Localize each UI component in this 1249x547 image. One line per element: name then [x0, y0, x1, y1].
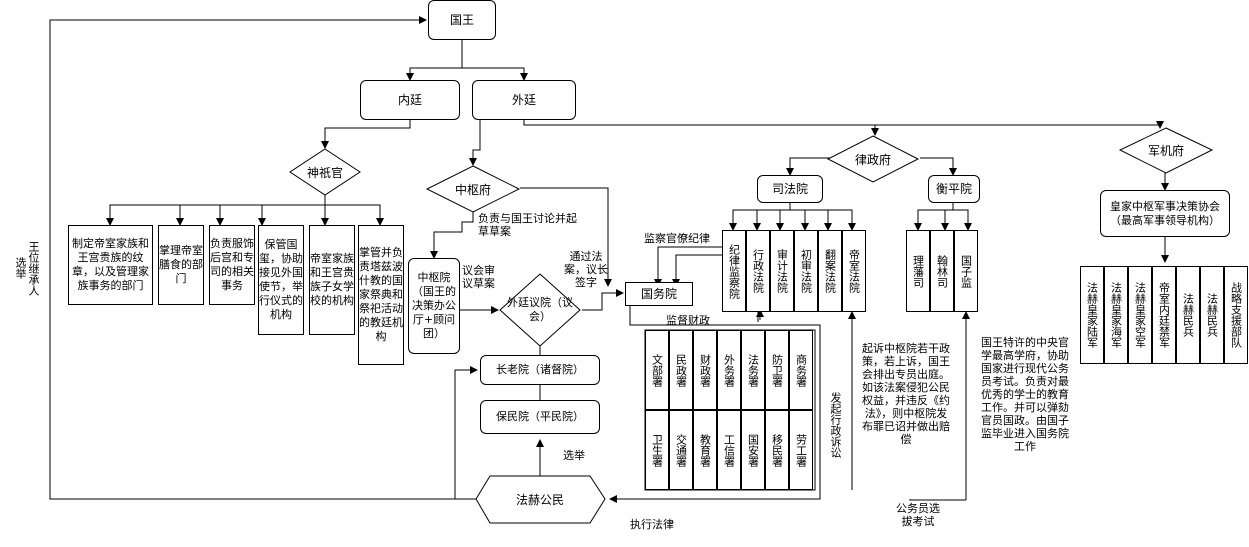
- inner-dept-heraldry: 制定帝室家族和王宫贵族的纹章，以及管理家族事务的部门: [68, 225, 153, 305]
- edge-outer-privy: [469, 120, 481, 166]
- academy-note: 国王特许的中央官学最高学府，协助国家进行现代公务员考试。负责对最优秀的学士的教育…: [981, 336, 1069, 453]
- parliament-diamond-shape: [499, 273, 581, 347]
- ministry: 交通署: [669, 410, 693, 490]
- civil-exam-label: 公务员选拔考试: [896, 502, 940, 528]
- citizens-label: 法赫公民: [515, 493, 564, 507]
- ministry: 工信署: [717, 410, 741, 490]
- ministry: 卫生署: [645, 410, 669, 490]
- edge-king-outer: [462, 67, 528, 81]
- ministry: 法务署: [741, 330, 765, 410]
- military-unit: 法赫民兵: [1176, 266, 1200, 364]
- war-council-node: 皇家中枢军事决策协会（最高军事领导机构）: [1100, 190, 1230, 237]
- outer-court-node: 外廷: [472, 80, 576, 120]
- judiciary-court: 帝室法院: [842, 230, 866, 312]
- senate-node: 长老院（诸督院）: [480, 355, 600, 385]
- supervise-finance-label: 监督财政: [666, 314, 710, 327]
- military-unit: 法赫民兵: [1200, 266, 1224, 364]
- edge-king-inner: [406, 40, 463, 81]
- sue-note: 起诉中枢院若干政策，若上诉，国王会排出专员出庭。如该法案侵犯公民权益，并违反《约…: [862, 342, 950, 446]
- ministry: 民政署: [669, 330, 693, 410]
- ministry: 教育署: [693, 410, 717, 490]
- ministry: 移民署: [765, 410, 789, 490]
- judiciary-node: 司法院: [757, 175, 823, 203]
- supervise-officials-label: 监察官僚纪律: [644, 232, 710, 245]
- judiciary-court: 初审法院: [794, 230, 818, 312]
- balance-dept: 国子监: [954, 230, 978, 312]
- commons-node: 保民院（平民院）: [480, 400, 600, 434]
- privy-diamond-shape: [425, 165, 521, 213]
- ministry: 劳工署: [789, 410, 813, 490]
- inner-court-node: 内廷: [360, 80, 460, 120]
- military-unit: 帝室内廷禁军: [1152, 266, 1176, 364]
- law-diamond-shape: [826, 135, 920, 183]
- privy-council-label: 中枢府: [454, 182, 491, 197]
- military-unit: 法赫皇家陆军: [1080, 266, 1104, 364]
- ministry: 商务署: [789, 330, 813, 410]
- review-label: 议会审议草案: [462, 264, 495, 290]
- shinto-office-label: 神祇官: [306, 165, 343, 180]
- judiciary-court: 纪律监察院: [722, 230, 746, 312]
- ministry: 财政署: [693, 330, 717, 410]
- military-diamond-shape: [1118, 127, 1214, 174]
- inner-dept-seal: 保管国玺，协助接见外国使节，举行仪式的机构: [258, 225, 304, 335]
- judiciary-court: 行政法院: [746, 230, 770, 312]
- ministry: 文部署: [645, 330, 669, 410]
- inner-dept-clothing: 负责服饰后宫和专司的相关事务: [209, 225, 255, 305]
- inner-dept-school: 帝室家族和王宫贵族子女学校的机构: [309, 225, 355, 335]
- king-node: 国王: [428, 0, 496, 40]
- law-council-label: 律政府: [854, 152, 891, 167]
- military-unit: 法赫皇家海军: [1104, 266, 1128, 364]
- pass-label: 通过法案，议长签字: [564, 250, 608, 289]
- lawsuit-label: 发起行政诉讼: [829, 392, 842, 458]
- judiciary-court: 翻案法院: [818, 230, 842, 312]
- judiciary-court: 审计法院: [770, 230, 794, 312]
- ministry: 防卫署: [765, 330, 789, 410]
- balance-dept: 理藩司: [906, 230, 930, 312]
- military-unit: 法赫皇家空军: [1128, 266, 1152, 364]
- parliament-label: 外廷议院（议会）: [507, 296, 573, 323]
- ministry: 外务署: [717, 330, 741, 410]
- succession-label: 王位继承人选举: [14, 240, 40, 296]
- negotiate-label: 负责与国王讨论并起草草案: [478, 212, 577, 238]
- military-label: 军机府: [1147, 144, 1184, 158]
- balance-node: 衡平院: [928, 175, 980, 203]
- ministry: 国安署: [741, 410, 765, 490]
- state-council-node: 国务院: [625, 282, 693, 306]
- shinto-diamond-shape: [289, 148, 361, 196]
- citizens-hexagon-shape: [475, 475, 606, 524]
- privy-office-node: 中枢院（国王的决策办公厅+顾问团）: [408, 258, 460, 354]
- military-unit: 战略支援部队: [1224, 266, 1248, 364]
- inner-dept-church: 掌管并负责塔兹波什教的国家祭典和祭祀活动的教廷机构: [358, 225, 404, 365]
- inner-dept-meals: 掌理帝室膳食的部门: [158, 225, 204, 305]
- elect-label: 选举: [563, 449, 585, 462]
- execute-label: 执行法律: [630, 518, 674, 531]
- balance-dept: 翰林司: [930, 230, 954, 312]
- edge-inner-shinto: [321, 120, 411, 149]
